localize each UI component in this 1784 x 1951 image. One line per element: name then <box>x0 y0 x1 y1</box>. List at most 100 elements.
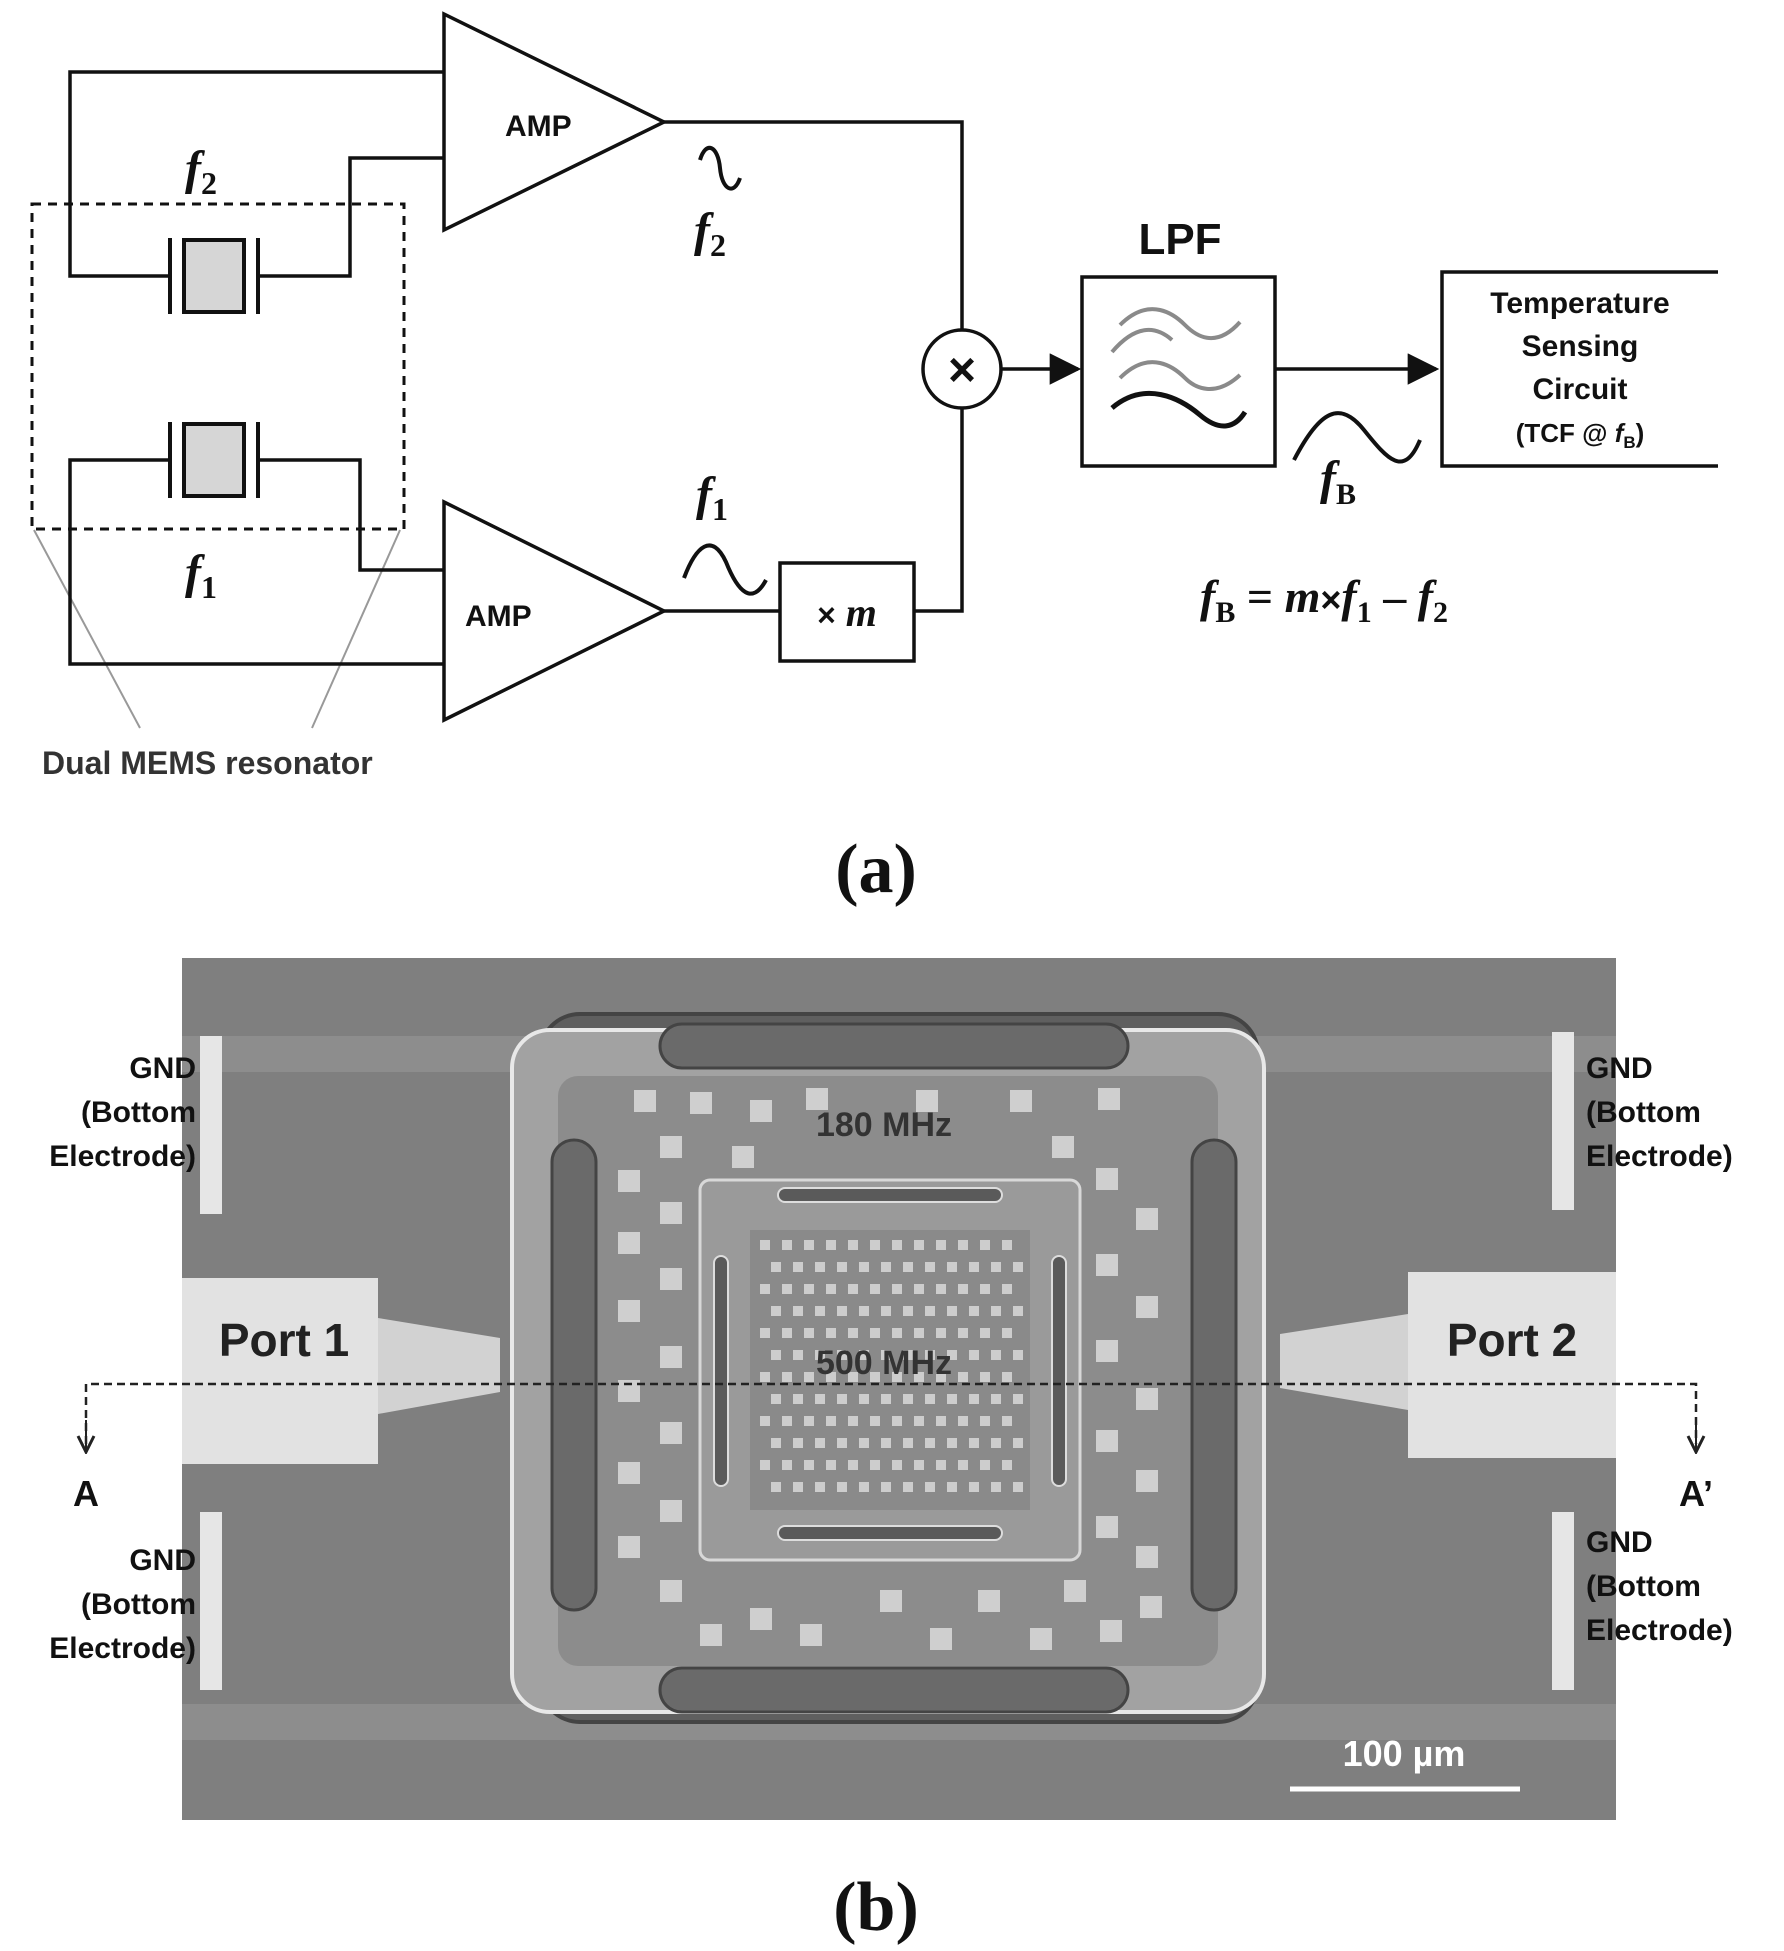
mesh-dot <box>826 1416 836 1426</box>
mesh-dot <box>903 1350 913 1360</box>
svg-text:Circuit: Circuit <box>1532 373 1627 406</box>
mesh-dot <box>815 1350 825 1360</box>
wave-fB <box>1292 411 1422 464</box>
mesh-dot <box>804 1240 814 1250</box>
tsc-box <box>1440 270 1718 468</box>
mesh-dot <box>870 1284 880 1294</box>
mesh-dot <box>771 1306 781 1316</box>
panel-b <box>86 958 1696 1820</box>
mesh-dot <box>892 1416 902 1426</box>
wire-f1-right <box>258 458 444 572</box>
mesh-dot <box>848 1372 858 1382</box>
mesh-dot <box>947 1306 957 1316</box>
freq-inner-label: 500 MHz <box>816 1344 952 1382</box>
amp-top-triangle <box>442 11 668 233</box>
svg-text:Electrode): Electrode) <box>1586 1140 1733 1173</box>
lpf-curve-3 <box>1118 360 1242 391</box>
mesh-dot <box>980 1284 990 1294</box>
mesh-dot <box>925 1394 935 1404</box>
mesh-dot <box>1013 1482 1023 1492</box>
svg-text:(Bottom: (Bottom <box>1586 1570 1701 1603</box>
svg-text:(TCF @ fB): (TCF @ fB) <box>1516 418 1645 452</box>
inner-slot-left <box>713 1255 729 1487</box>
mesh-dot <box>771 1438 781 1448</box>
mesh-dot <box>760 1372 770 1382</box>
mesh-dot <box>881 1394 891 1404</box>
mesh-dot <box>914 1328 924 1338</box>
dual-mems-dashed-box <box>30 202 406 531</box>
mixer-symbol: × <box>948 344 976 397</box>
mesh-dot <box>881 1482 891 1492</box>
mesh-dot <box>859 1306 869 1316</box>
lpf-label: LPF <box>1138 215 1221 264</box>
wave-f2 <box>698 145 742 191</box>
mesh-dot <box>991 1438 1001 1448</box>
gnd-label-tr: GND (Bottom Electrode) <box>1586 1052 1733 1173</box>
mesh-dot <box>925 1306 935 1316</box>
mesh-dot <box>914 1372 924 1382</box>
svg-text:(Bottom: (Bottom <box>1586 1096 1701 1129</box>
res-top-body <box>182 238 246 314</box>
mesh-dot <box>826 1240 836 1250</box>
slot-top <box>658 1022 1130 1070</box>
mesh-dot <box>947 1394 957 1404</box>
mesh-dot <box>826 1284 836 1294</box>
mesh-dot <box>1013 1306 1023 1316</box>
mesh-dot <box>980 1328 990 1338</box>
wire-f1-left <box>68 458 444 666</box>
mesh-dot <box>848 1328 858 1338</box>
mesh-dot <box>815 1262 825 1272</box>
svg-text:GND: GND <box>129 1544 196 1577</box>
mesh-dot <box>914 1240 924 1250</box>
svg-text:Electrode): Electrode) <box>49 1632 196 1665</box>
mesh-dot <box>903 1394 913 1404</box>
mesh-dot <box>804 1328 814 1338</box>
mesh-dot <box>760 1328 770 1338</box>
mesh-dot <box>1002 1284 1012 1294</box>
mesh-dot <box>958 1284 968 1294</box>
mesh-dot <box>991 1306 1001 1316</box>
svg-text:GND: GND <box>1586 1526 1653 1559</box>
gnd-pad-bl <box>200 1512 222 1690</box>
port2-taper <box>1280 1314 1408 1410</box>
mesh-dot <box>892 1240 902 1250</box>
gnd-pad-tl <box>200 1036 222 1214</box>
label-leader-right <box>311 529 401 729</box>
f2-signal-label: f2 <box>694 204 726 263</box>
port1-pad <box>182 1278 378 1464</box>
mesh-dot <box>936 1284 946 1294</box>
mesh-dot <box>837 1438 847 1448</box>
mesh-dot <box>881 1262 891 1272</box>
f1-resonator-label: f1 <box>185 546 217 605</box>
mesh-dot <box>826 1460 836 1470</box>
gnd-pad-br <box>1552 1512 1574 1690</box>
mesh-dot <box>815 1394 825 1404</box>
svg-text:(Bottom: (Bottom <box>81 1588 196 1621</box>
mesh-dot <box>958 1416 968 1426</box>
mesh-dot <box>870 1460 880 1470</box>
mesh-dot <box>859 1262 869 1272</box>
mesh-dot <box>980 1460 990 1470</box>
mesh-dot <box>793 1482 803 1492</box>
mesh-dot <box>991 1262 1001 1272</box>
mesh-dot <box>826 1372 836 1382</box>
mesh-dot <box>793 1394 803 1404</box>
port1-taper <box>378 1318 500 1414</box>
mesh-dot <box>947 1350 957 1360</box>
svg-text:GND: GND <box>1586 1052 1653 1085</box>
mesh-dot <box>969 1350 979 1360</box>
mesh-dot <box>925 1482 935 1492</box>
mesh-dot <box>793 1306 803 1316</box>
port2-label: Port 2 <box>1447 1314 1577 1366</box>
mesh-dot <box>958 1328 968 1338</box>
mesh-dot <box>848 1240 858 1250</box>
mesh-dot <box>804 1416 814 1426</box>
svg-text:Electrode): Electrode) <box>1586 1614 1733 1647</box>
mesh-dot <box>980 1416 990 1426</box>
mesh-dot <box>870 1240 880 1250</box>
mesh-dot <box>826 1328 836 1338</box>
mesh-dot <box>881 1306 891 1316</box>
mesh-dot <box>914 1416 924 1426</box>
mesh-dot <box>771 1262 781 1272</box>
mesh-dot <box>969 1482 979 1492</box>
